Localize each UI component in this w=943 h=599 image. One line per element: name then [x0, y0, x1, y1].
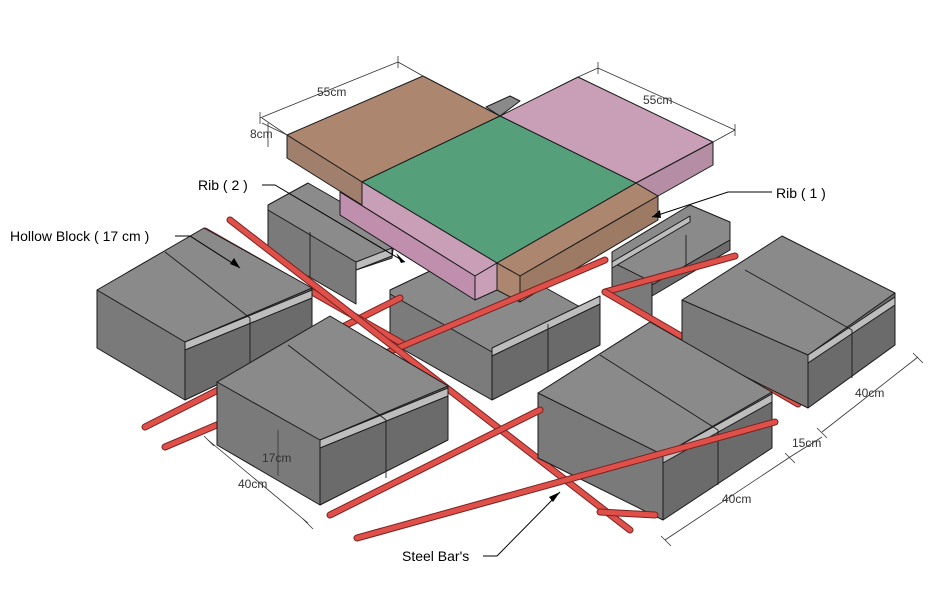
- dim-block-width-front: 40cm: [722, 492, 751, 506]
- label-steel-bars: Steel Bar's: [402, 548, 469, 564]
- label-rib1: Rib ( 1 ): [776, 185, 826, 201]
- label-hollow-block: Hollow Block ( 17 cm ): [10, 228, 149, 244]
- dim-block-gap: 15cm: [792, 436, 821, 450]
- leader-arrowheads: [230, 210, 661, 502]
- hollow-block-front-right: [537, 321, 773, 521]
- leader-lines: [175, 184, 772, 557]
- dim-rib-thickness: 8cm: [250, 127, 273, 141]
- rib-slab: [286, 75, 714, 303]
- hollow-block-back-left: [267, 182, 396, 305]
- dimension-lines: [203, 56, 924, 547]
- dim-block-height: 17cm: [262, 451, 291, 465]
- dim-block-width-right: 40cm: [855, 386, 884, 400]
- hollow-block-front-left: [216, 315, 449, 506]
- dim-rib1-length: 55cm: [643, 93, 672, 107]
- hollow-block-left: [96, 227, 313, 401]
- dim-block-width-left: 40cm: [238, 477, 267, 491]
- steel-bar-front: [326, 406, 779, 542]
- label-rib2: Rib ( 2 ): [198, 177, 248, 193]
- dim-rib2-length: 55cm: [317, 85, 346, 99]
- hollow-block-right: [681, 235, 896, 409]
